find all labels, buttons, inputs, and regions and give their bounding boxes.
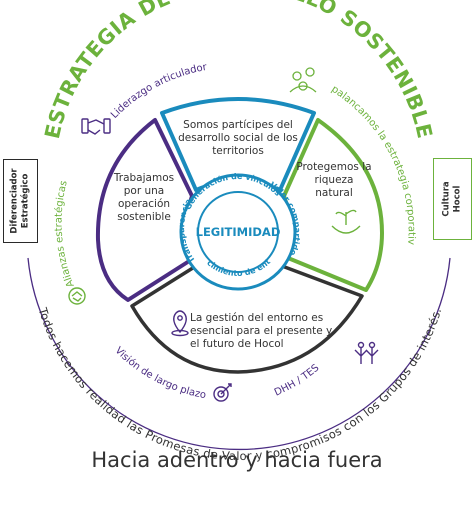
handshake-small-icon	[68, 287, 86, 305]
legitimidad-label: LEGITIMIDAD	[196, 225, 281, 239]
footer-text: Hacia adentro y hacia fuera	[91, 448, 382, 472]
side-box-left: Diferenciador Estratégico	[3, 159, 38, 243]
segment-bottom-text: La gestión del entorno es esencial para …	[190, 312, 333, 350]
label-alianzas: Alianzas estratégicas	[53, 180, 77, 289]
people-celebrate-icon	[354, 341, 379, 364]
side-box-right: Cultura Hocol	[433, 158, 472, 240]
location-pin-icon	[171, 310, 189, 337]
target-icon	[213, 383, 232, 402]
side-box-left-label: Diferenciador Estratégico	[9, 168, 31, 234]
segment-right-text: Protegemos la riqueza natural	[296, 161, 372, 199]
legitimidad-inner-circle	[197, 191, 279, 273]
handshake-icon	[81, 118, 111, 135]
team-hands-icon	[289, 67, 317, 93]
segment-top-text: Somos partícipes del desarrollo social d…	[178, 119, 298, 157]
side-box-right-label: Cultura Hocol	[441, 181, 463, 217]
plant-hands-icon	[331, 209, 361, 234]
outer-arc-line	[27, 257, 451, 451]
segment-left-text: Trabajamos por una operación sostenible	[113, 172, 175, 223]
